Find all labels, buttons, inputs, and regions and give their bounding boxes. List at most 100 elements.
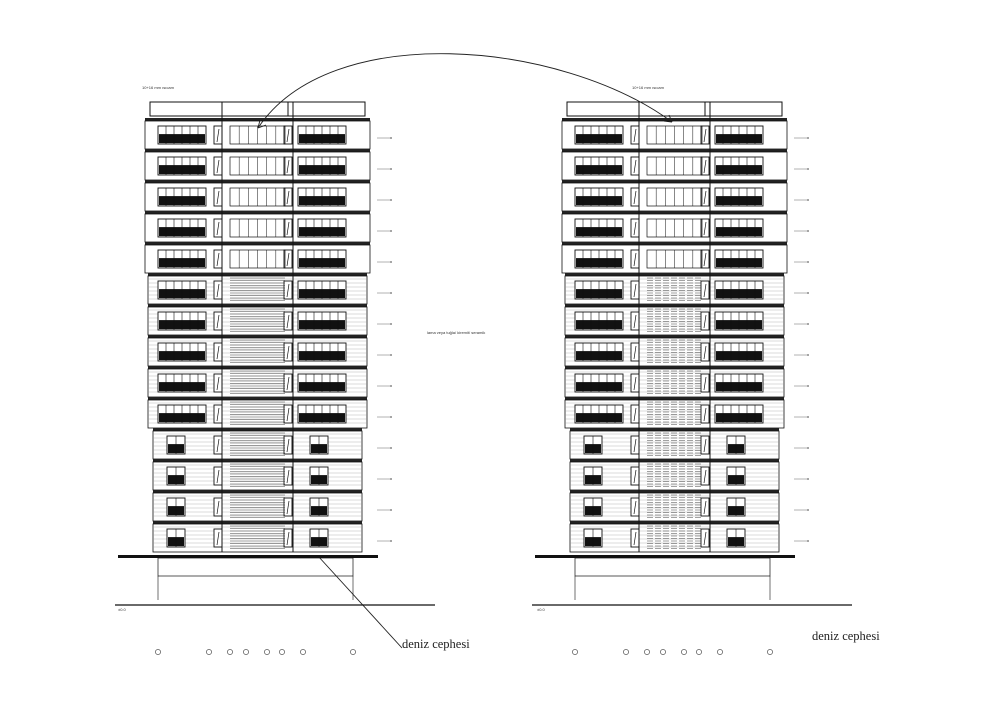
slab-band <box>148 366 367 369</box>
floor-10 <box>144 242 392 274</box>
narrow-window-sash <box>286 531 290 546</box>
floor-8 <box>147 304 392 336</box>
narrow-window-sash <box>633 469 637 484</box>
narrow-window-sash <box>216 500 220 515</box>
axis-bubble <box>681 649 687 655</box>
slab-band <box>148 304 367 307</box>
level-dot <box>390 230 392 232</box>
narrow-window-sash <box>633 221 637 236</box>
slab-band <box>570 428 779 431</box>
level-dot <box>807 354 809 356</box>
slab-band <box>145 242 370 245</box>
level-dot <box>390 354 392 356</box>
narrow-window-sash <box>216 407 220 422</box>
narrow-window-sash <box>216 283 220 298</box>
floor-2 <box>569 490 809 522</box>
axis-bubble <box>717 649 723 655</box>
floor-8 <box>564 304 809 336</box>
floor-6 <box>564 366 809 398</box>
level-dot <box>807 292 809 294</box>
parapet <box>566 101 783 117</box>
narrow-window-sash <box>216 469 220 484</box>
axis-bubble <box>206 649 212 655</box>
level-dot <box>390 168 392 170</box>
narrow-window-sash <box>633 345 637 360</box>
floor-13 <box>561 149 809 181</box>
parapet <box>149 101 366 117</box>
glass-note-right: 10+16 mm ısıcam <box>632 85 665 90</box>
slab-band <box>153 521 362 524</box>
slab-band <box>562 118 787 121</box>
axis-bubble <box>155 649 161 655</box>
ground-mark-left: ±0.0 <box>118 607 127 612</box>
level-dot <box>390 261 392 263</box>
level-dot <box>390 478 392 480</box>
floor-3 <box>569 459 809 491</box>
narrow-window-sash <box>703 531 707 546</box>
level-dot <box>807 199 809 201</box>
axis-bubble <box>644 649 650 655</box>
narrow-window-sash <box>286 345 290 360</box>
axis-bubble <box>572 649 578 655</box>
slab-band <box>562 242 787 245</box>
axis-bubble <box>243 649 249 655</box>
level-dot <box>390 137 392 139</box>
narrow-window-sash <box>633 190 637 205</box>
level-dot <box>390 385 392 387</box>
floor-9 <box>564 273 809 305</box>
narrow-window-sash <box>216 376 220 391</box>
narrow-window-sash <box>286 407 290 422</box>
axis-bubble <box>767 649 773 655</box>
axis-bubble <box>264 649 270 655</box>
narrow-window-sash <box>286 469 290 484</box>
narrow-window-sash <box>633 159 637 174</box>
level-dot <box>807 168 809 170</box>
slab-band <box>145 118 370 121</box>
floor-10 <box>561 242 809 274</box>
level-dot <box>390 292 392 294</box>
ground-mark-right: ±0.0 <box>537 607 546 612</box>
floor-5 <box>564 397 809 429</box>
floor-14 <box>144 118 392 150</box>
level-dot <box>807 447 809 449</box>
level-dot <box>807 385 809 387</box>
floor-5 <box>147 397 392 429</box>
narrow-window-sash <box>703 190 707 205</box>
narrow-window-sash <box>633 128 637 143</box>
narrow-window-sash <box>286 128 290 143</box>
slab-band <box>145 180 370 183</box>
narrow-window-sash <box>216 128 220 143</box>
level-dot <box>807 323 809 325</box>
narrow-window-sash <box>633 500 637 515</box>
narrow-window-sash <box>633 438 637 453</box>
narrow-window-sash <box>703 469 707 484</box>
elevation-right <box>532 101 852 655</box>
slab-band <box>153 428 362 431</box>
floor-6 <box>147 366 392 398</box>
slab-band <box>570 490 779 493</box>
narrow-window-sash <box>286 283 290 298</box>
ground-line <box>535 555 795 558</box>
level-dot <box>807 230 809 232</box>
floor-4 <box>152 428 392 460</box>
level-dot <box>390 323 392 325</box>
caption-right: deniz cephesi <box>812 629 880 643</box>
cladding-note: lama veya tuğla/ kiremit/ seramik <box>427 330 485 335</box>
narrow-window-sash <box>703 345 707 360</box>
floor-13 <box>144 149 392 181</box>
floor-1 <box>569 521 809 553</box>
slab-band <box>153 459 362 462</box>
narrow-window-sash <box>216 438 220 453</box>
axis-bubble <box>279 649 285 655</box>
floor-12 <box>561 180 809 212</box>
floor-7 <box>147 335 392 367</box>
slab-band <box>145 149 370 152</box>
level-dot <box>390 199 392 201</box>
elevation-left <box>115 101 435 655</box>
floor-4 <box>569 428 809 460</box>
narrow-window-sash <box>286 159 290 174</box>
narrow-window-sash <box>286 438 290 453</box>
narrow-window-sash <box>286 376 290 391</box>
level-dot <box>807 416 809 418</box>
narrow-window-sash <box>703 500 707 515</box>
